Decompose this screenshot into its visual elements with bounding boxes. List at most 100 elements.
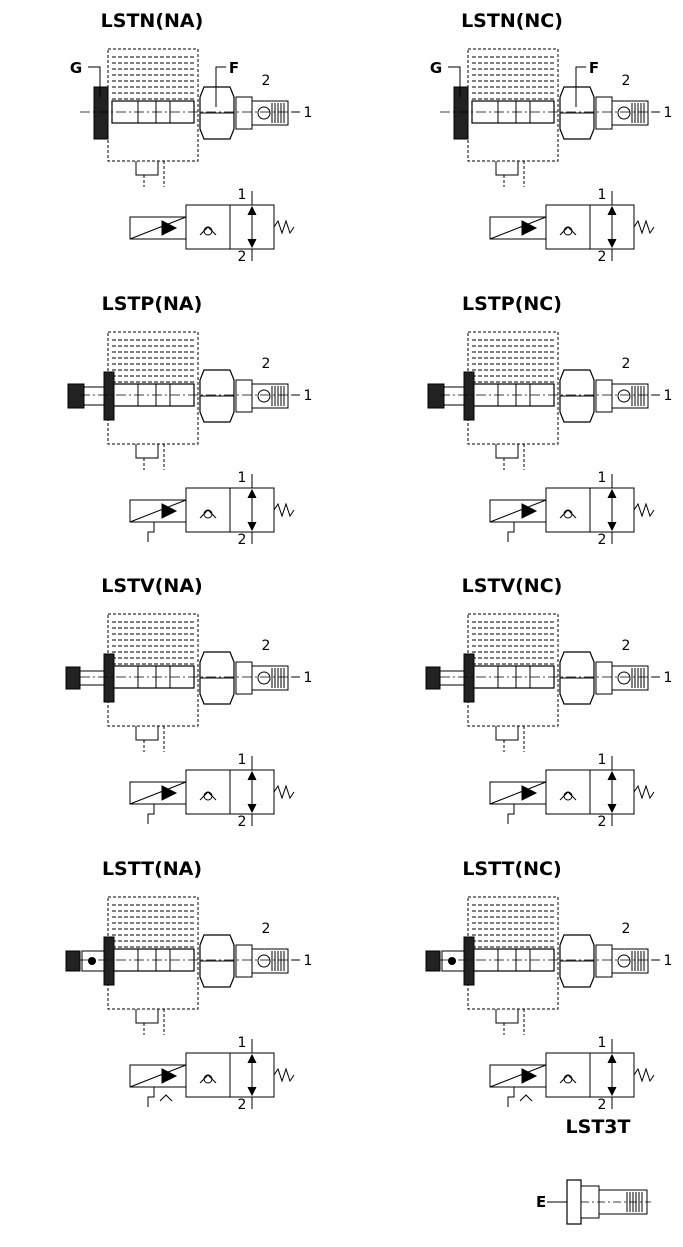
spool-arrow-head <box>607 205 617 216</box>
screw-knob <box>65 666 81 690</box>
spool-arrow-head <box>247 803 257 814</box>
port-2-hole <box>257 954 271 968</box>
spool-arrow-head <box>607 521 617 532</box>
symbol-port-2-label: 2 <box>238 249 247 265</box>
connector <box>135 444 159 459</box>
symbol-port-2-label: 2 <box>238 1097 247 1113</box>
check-seat <box>559 226 577 236</box>
solenoid-arrow <box>161 1068 178 1084</box>
spring <box>633 1067 655 1083</box>
valve-panel-lstp-nc: LSTP(NC) 2 1 1 2 <box>427 293 673 548</box>
port-2-label: 2 <box>262 638 271 654</box>
solenoid-diagonal <box>489 781 547 805</box>
solenoid-arrow <box>521 220 538 236</box>
spool-arrow-head <box>247 1086 257 1097</box>
spool-arrow-head <box>607 1086 617 1097</box>
valve-title: LSTP(NA) <box>102 293 203 315</box>
knurled-nut <box>93 86 109 140</box>
check-ball <box>203 509 213 519</box>
solenoid-arrow <box>521 1068 538 1084</box>
port-2-label: 2 <box>262 73 271 89</box>
connector <box>495 726 519 741</box>
spool-arrow-head <box>607 238 617 249</box>
symbol-port-2-label: 2 <box>238 814 247 830</box>
manual-override-line <box>147 522 155 542</box>
spring <box>633 502 655 518</box>
symbol-port-1-label: 1 <box>598 470 607 486</box>
cartridge-lst3t: LST3T E <box>536 1116 651 1225</box>
cartridge-title: LST3T <box>566 1116 631 1138</box>
symbol-port-1-label: 1 <box>598 187 607 203</box>
symbol-port-1-label: 1 <box>598 1035 607 1051</box>
port-1-label: 1 <box>304 105 313 121</box>
cartridge-ring <box>235 379 253 413</box>
detent-pin <box>448 957 456 965</box>
manual-override-line <box>507 1087 515 1107</box>
symbol-port-1-label: 1 <box>238 1035 247 1051</box>
spool-arrow-head <box>607 770 617 781</box>
push-button-knob <box>67 383 85 409</box>
cartridge-ring <box>595 661 613 695</box>
spool-arrow-head <box>247 1053 257 1064</box>
port-1-label: 1 <box>664 388 673 404</box>
port-1-label: 1 <box>664 953 673 969</box>
port-2-hole <box>257 389 271 403</box>
callout-f-leader <box>575 66 586 107</box>
port-2-hole <box>617 671 631 685</box>
valve-title: LSTP(NC) <box>462 293 562 315</box>
knurled-nut <box>463 936 475 986</box>
port-2-hole <box>617 106 631 120</box>
spring <box>273 502 295 518</box>
callout-g: G <box>430 59 442 77</box>
port-2-hole <box>257 106 271 120</box>
port-1-label: 1 <box>304 388 313 404</box>
solenoid-arrow <box>161 220 178 236</box>
port-1-label: 1 <box>664 105 673 121</box>
knurled-nut <box>103 936 115 986</box>
check-ball <box>563 226 573 236</box>
cartridge-ring <box>235 96 253 130</box>
solenoid-diagonal <box>129 499 187 523</box>
symbol-port-1-label: 1 <box>238 470 247 486</box>
callout-e: E <box>536 1193 546 1211</box>
solenoid-diagonal <box>129 216 187 240</box>
port-2-label: 2 <box>262 356 271 372</box>
detent-knob <box>425 950 441 972</box>
cartridge-ring <box>235 944 253 978</box>
valve-title: LSTT(NC) <box>462 858 561 880</box>
check-seat <box>559 509 577 519</box>
check-seat <box>199 791 217 801</box>
symbol-port-2-label: 2 <box>598 532 607 548</box>
detent-pin <box>88 957 96 965</box>
check-ball <box>563 1074 573 1084</box>
cartridge-ring <box>595 96 613 130</box>
check-ball <box>563 509 573 519</box>
callout-f: F <box>589 59 599 77</box>
check-ball <box>203 791 213 801</box>
connector <box>135 1009 159 1024</box>
callout-f-leader <box>215 66 226 107</box>
spool-arrow-head <box>247 205 257 216</box>
valve-title: LSTT(NA) <box>102 858 202 880</box>
knurled-nut <box>453 86 469 140</box>
check-seat <box>199 509 217 519</box>
connector <box>495 444 519 459</box>
check-seat <box>199 226 217 236</box>
spring <box>273 1067 295 1083</box>
valve-title: LSTN(NC) <box>461 10 563 32</box>
symbol-port-1-label: 1 <box>238 752 247 768</box>
check-ball <box>203 1074 213 1084</box>
cartridge-ring <box>595 944 613 978</box>
port-2-label: 2 <box>622 356 631 372</box>
manual-override-line <box>147 804 155 824</box>
spool-arrow-head <box>247 770 257 781</box>
manual-override-line <box>147 1087 155 1107</box>
knurled-nut <box>103 653 115 703</box>
check-seat <box>199 1074 217 1084</box>
spool-arrow-head <box>607 803 617 814</box>
check-seat <box>559 1074 577 1084</box>
